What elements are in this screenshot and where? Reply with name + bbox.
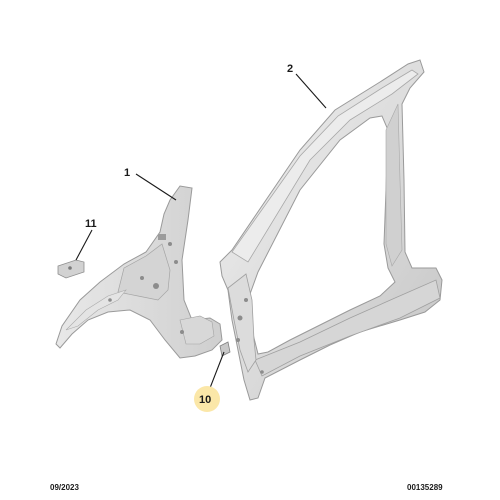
leader-line-2 — [295, 73, 327, 109]
callout-10-highlight — [194, 386, 220, 412]
callout-10: 10 — [199, 394, 211, 406]
bracket-part — [57, 259, 85, 279]
leader-lines — [75, 73, 327, 389]
front-pillar-part — [55, 185, 223, 359]
leader-line-1 — [135, 173, 177, 201]
callout-2: 2 — [287, 63, 293, 75]
footer-date: 09/2023 — [50, 483, 79, 492]
callout-1: 1 — [124, 167, 130, 179]
side-frame-part — [219, 59, 443, 401]
clip-part — [219, 341, 231, 357]
callout-11: 11 — [85, 218, 97, 230]
leader-line-10 — [209, 351, 225, 389]
footer-reference: 00135289 — [407, 483, 443, 492]
leader-line-11 — [75, 229, 93, 261]
